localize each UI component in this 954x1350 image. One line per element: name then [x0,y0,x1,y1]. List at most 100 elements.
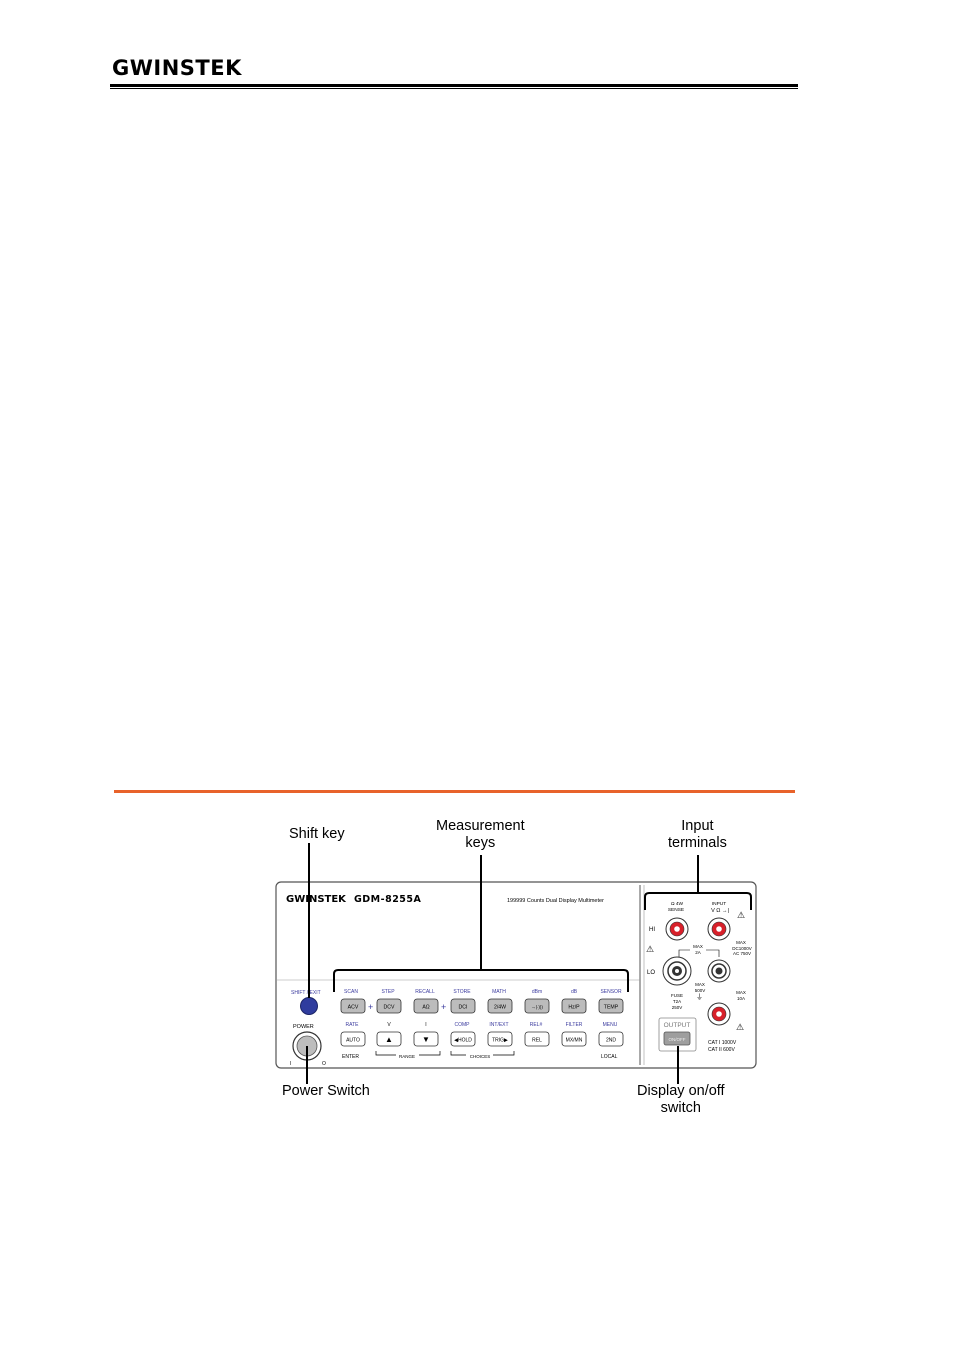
label-int-ext: INT/EXT [489,1022,508,1028]
header-rule-thin [110,88,798,89]
max-2a-label-2: 2A [695,950,701,955]
range-label: RANGE [399,1054,415,1059]
sense-hi-terminal-center [674,926,680,932]
max-dc-label-2: DC1000V [732,946,752,951]
label-i: I [425,1022,426,1028]
key-dcv[interactable]: DCV [376,998,402,1014]
callout-input-terminals: Input terminals [668,818,727,852]
panel-brand: GWINSTEK [286,894,347,905]
key-acv-label: ACV [348,1005,359,1011]
header-rule [110,84,798,87]
input-label: INPUT [712,901,726,907]
power-label: POWER [293,1024,314,1030]
key-hold[interactable]: ◀HOLD [450,1031,476,1047]
label-db: dB [571,989,578,995]
key-diode-label: →|·))) [531,1005,543,1010]
label-comp: COMP [455,1022,471,1028]
key-range-down[interactable]: ▼ [413,1031,439,1047]
output-label: OUTPUT [664,1022,691,1029]
key-dcv-label: DCV [384,1005,395,1011]
warning-icon: ⚠ [737,910,745,920]
current-10a-terminal-center [716,1011,722,1017]
key-acv[interactable]: ACV [340,998,366,1014]
key-2nd[interactable]: 2ND [598,1031,624,1047]
enter-label: ENTER [342,1054,359,1060]
key-dci[interactable]: DCI [450,998,476,1014]
fuse-label-2: T2A [673,999,681,1004]
key-mx-mn-label: MX/MN [566,1038,583,1044]
local-label: LOCAL [601,1054,618,1060]
key-aohm[interactable]: AΩ [413,998,439,1014]
key-mx-mn[interactable]: MX/MN [561,1031,587,1047]
key-rel[interactable]: REL [524,1031,550,1047]
callout-display-switch: Display on/off switch [637,1083,725,1117]
key-range-down-label: ▼ [422,1035,430,1044]
plus-sign-1: + [368,1002,373,1012]
key-trig[interactable]: TRIG▶ [487,1031,513,1047]
display-onoff-label: ON/OFF [669,1037,686,1042]
callout-input-line2: terminals [668,835,727,851]
key-hz-p-label: Hz/P [568,1005,580,1011]
lo-connector-line [678,949,720,957]
max-10a-label-2: 10A [737,996,745,1001]
label-rel-num: REL# [530,1022,543,1028]
key-trig-label: TRIG▶ [492,1038,508,1044]
ground-icon: ⏚ [696,993,703,1001]
cat2-label: CAT II 600V [708,1047,735,1053]
key-aohm-label: AΩ [422,1005,429,1011]
max-dc-label-1: MAX [736,940,746,945]
callout-display-line1: Display on/off [637,1083,725,1099]
callout-measurement-line2: keys [465,835,496,851]
callout-measurement-keys: Measurement keys [436,818,525,852]
callout-input-line1: Input [681,818,714,834]
choices-label: CHOICES [470,1054,491,1059]
key-range-up[interactable]: ▲ [376,1031,402,1047]
label-sensor: SENSOR [600,989,622,995]
lo-label: LO [647,970,655,976]
warning-icon: ⚠ [736,1022,744,1032]
plus-sign-2: + [441,1002,446,1012]
display-onoff-switch[interactable] [663,1031,691,1046]
key-auto[interactable]: AUTO [340,1031,366,1047]
label-v: V [387,1022,391,1028]
input-symbol: V Ω →| [711,908,729,914]
shift-key[interactable] [300,997,318,1015]
key-2-4w[interactable]: 2/4W [487,998,513,1014]
callout-power-switch: Power Switch [282,1083,370,1099]
sense-top-label: Ω 4W [671,901,684,907]
key-hold-label: ◀HOLD [454,1038,472,1044]
callout-shift-key: Shift key [289,826,345,842]
brand-logo: GWINSTEK [112,56,242,80]
panel-description: 199999 Counts Dual Display Multimeter [507,898,604,904]
label-dbm: dBm [532,989,542,995]
section-divider [114,790,795,793]
input-lo-terminal-inner [715,967,723,975]
label-recall: RECALL [415,989,435,995]
fuse-label-1: FUSE [671,993,683,998]
key-temp[interactable]: TEMP [598,998,624,1014]
key-diode-continuity[interactable]: →|·))) [524,998,550,1014]
panel-model: GDM-8255A [354,894,422,905]
sense-lo-terminal-center [675,969,679,973]
callout-measurement-line1: Measurement [436,818,525,834]
label-filter: FILTER [566,1022,583,1028]
shift-exit-label: SHIFT / EXIT [291,990,321,996]
key-hz-p[interactable]: Hz/P [561,998,587,1014]
choices-bracket [450,1051,515,1056]
key-temp-label: TEMP [604,1005,619,1011]
label-menu: MENU [603,1022,618,1028]
max-500v-label-1: MAX [695,982,705,987]
power-off-symbol: O [322,1061,326,1067]
label-rate: RATE [346,1022,360,1028]
sense-label: SENSE [668,907,684,913]
key-auto-label: AUTO [346,1038,360,1044]
key-dci-label: DCI [459,1005,468,1011]
max-dc-label-3: AC 750V [733,951,751,956]
key-2nd-label: 2ND [606,1038,616,1044]
max-500v-label-2: 500V [695,988,706,993]
key-2-4w-label: 2/4W [494,1005,506,1011]
hi-label: HI [649,927,655,933]
label-store: STORE [453,989,471,995]
key-rel-label: REL [532,1038,542,1044]
